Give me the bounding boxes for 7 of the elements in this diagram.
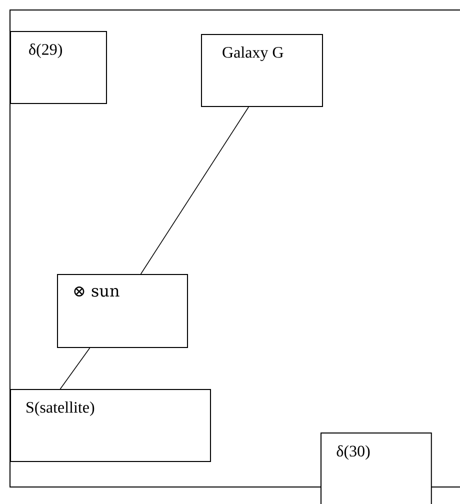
text-box: ⊗ sun [57, 274, 188, 348]
connector-line [140, 106, 249, 274]
text-box: Galaxy G [201, 34, 323, 107]
text-box: δ(30) [320, 432, 432, 504]
text-box: S(satellite) [10, 389, 211, 462]
text-box: δ(29) [10, 31, 107, 104]
connector-line [60, 348, 90, 390]
